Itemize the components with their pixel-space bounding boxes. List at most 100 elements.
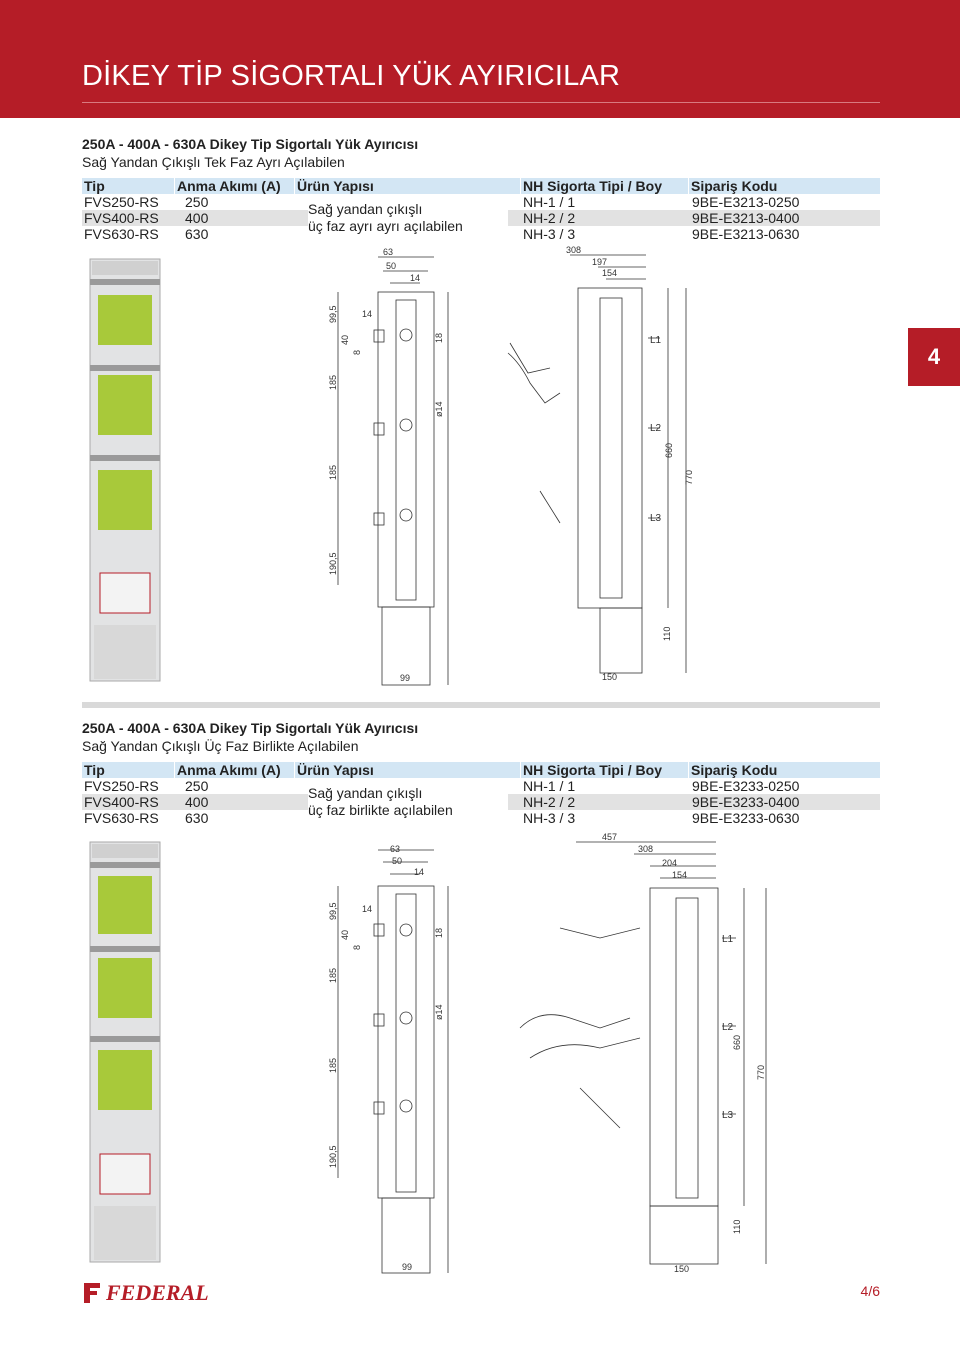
cell-nh: NH-3 / 3 — [523, 810, 576, 826]
dim-63: 63 — [383, 247, 393, 257]
structure-line: Sağ yandan çıkışlı — [308, 785, 423, 801]
dim-18: 18 — [434, 928, 444, 938]
cell-tip: FVS400-RS — [84, 210, 159, 226]
table-row: FVS250-RS 250 NH-1 / 1 9BE-E3233-0250 — [82, 778, 880, 794]
cell-nh: NH-3 / 3 — [523, 226, 576, 242]
section1-subtitle: Sağ Yandan Çıkışlı Tek Faz Ayrı Açılabil… — [82, 154, 345, 170]
dim-154: 154 — [672, 870, 687, 880]
cell-anma: 250 — [185, 778, 209, 794]
dim-770: 770 — [756, 1065, 766, 1080]
col-anma: Anma Akımı (A) — [174, 178, 281, 194]
cell-anma: 250 — [185, 194, 209, 210]
cell-kod: 9BE-E3213-0250 — [692, 194, 800, 210]
cell-kod: 9BE-E3233-0250 — [692, 778, 800, 794]
dim-63: 63 — [390, 844, 400, 854]
cell-kod: 9BE-E3233-0630 — [692, 810, 800, 826]
section2-subtitle: Sağ Yandan Çıkışlı Üç Faz Birlikte Açıla… — [82, 738, 359, 754]
cell-nh: NH-1 / 1 — [523, 194, 576, 210]
col-yapi: Ürün Yapısı — [294, 178, 374, 194]
dim-197: 197 — [592, 257, 607, 267]
section2-table: Tip Anma Akımı (A) Ürün Yapısı NH Sigort… — [82, 762, 880, 830]
side-drawing-1: 308 197 154 L1 L2 L3 660 770 110 150 — [507, 245, 694, 682]
dim-110: 110 — [662, 627, 672, 641]
label-l3: L3 — [722, 1110, 734, 1121]
cell-nh: NH-1 / 1 — [523, 778, 576, 794]
dim-150: 150 — [674, 1264, 689, 1274]
col-yapi: Ürün Yapısı — [294, 762, 374, 778]
cell-tip: FVS630-RS — [84, 226, 159, 242]
dim-40: 40 — [340, 930, 350, 940]
dim-185: 185 — [328, 1058, 338, 1073]
cell-kod: 9BE-E3233-0400 — [692, 794, 800, 810]
label-l2: L2 — [650, 423, 662, 434]
page-title: DİKEY TİP SİGORTALI YÜK AYIRICILAR — [82, 60, 621, 92]
section2-title: 250A - 400A - 630A Dikey Tip Sigortalı Y… — [82, 720, 419, 736]
dim-110: 110 — [732, 1220, 742, 1234]
federal-logo-icon — [84, 1283, 100, 1303]
table-row: FVS630-RS 630 NH-3 / 3 9BE-E3233-0630 — [82, 810, 880, 826]
federal-logo: FEDERAL — [82, 1280, 209, 1306]
dim-190-5: 190,5 — [328, 1145, 338, 1168]
header-band — [0, 0, 960, 118]
cell-anma: 400 — [185, 794, 209, 810]
dim-204: 204 — [662, 858, 677, 868]
structure-line: üç faz birlikte açılabilen — [308, 802, 453, 818]
col-tip: Tip — [84, 762, 105, 778]
cell-anma: 630 — [185, 226, 209, 242]
front-drawing-1: 63 50 14 99,5 14 40 8 18 185 ø14 185 190… — [328, 247, 449, 686]
dim-660: 660 — [732, 1035, 742, 1050]
cell-nh: NH-2 / 2 — [523, 210, 576, 226]
label-l1: L1 — [722, 934, 734, 945]
cell-tip: FVS250-RS — [84, 194, 159, 210]
cell-tip: FVS630-RS — [84, 810, 159, 826]
dim-150: 150 — [602, 672, 617, 682]
product-photo-1 — [89, 258, 161, 682]
product-photo-2 — [89, 841, 161, 1263]
cell-kod: 9BE-E3213-0400 — [692, 210, 800, 226]
cell-kod: 9BE-E3213-0630 — [692, 226, 800, 242]
chapter-tab: 4 — [908, 328, 960, 386]
col-anma: Anma Akımı (A) — [174, 762, 281, 778]
dim-185: 185 — [328, 375, 338, 390]
dim-dia-14: ø14 — [434, 1004, 444, 1020]
dim-99: 99 — [402, 1262, 412, 1272]
table-row: FVS250-RS 250 NH-1 / 1 9BE-E3213-0250 — [82, 194, 880, 210]
product-structure: Sağ yandan çıkışlı üç faz ayrı ayrı açıl… — [308, 201, 508, 235]
cell-nh: NH-2 / 2 — [523, 794, 576, 810]
section1-table: Tip Anma Akımı (A) Ürün Yapısı NH Sigort… — [82, 178, 880, 246]
dim-99-5: 99,5 — [328, 305, 338, 323]
dim-50: 50 — [386, 261, 396, 271]
cell-tip: FVS250-RS — [84, 778, 159, 794]
table-header-row: Tip Anma Akımı (A) Ürün Yapısı NH Sigort… — [82, 762, 880, 778]
table-row: FVS630-RS 630 NH-3 / 3 9BE-E3213-0630 — [82, 226, 880, 242]
front-drawing-2: 63 50 14 99,5 14 40 8 18 185 ø14 185 190… — [328, 844, 449, 1274]
label-l2: L2 — [722, 1022, 734, 1033]
dim-190-5: 190,5 — [328, 552, 338, 575]
cell-anma: 400 — [185, 210, 209, 226]
label-l3: L3 — [650, 513, 662, 524]
col-nh: NH Sigorta Tipi / Boy — [520, 178, 662, 194]
dim-99: 99 — [400, 673, 410, 683]
section-divider — [82, 702, 880, 708]
cell-tip: FVS400-RS — [84, 794, 159, 810]
col-tip: Tip — [84, 178, 105, 194]
dim-185: 185 — [328, 968, 338, 983]
header-divider — [82, 102, 880, 103]
dim-457: 457 — [602, 832, 617, 842]
dim-308: 308 — [566, 245, 581, 255]
col-nh: NH Sigorta Tipi / Boy — [520, 762, 662, 778]
dim-308: 308 — [638, 844, 653, 854]
structure-line: üç faz ayrı ayrı açılabilen — [308, 218, 463, 234]
dim-50: 50 — [392, 856, 402, 866]
col-kod: Sipariş Kodu — [688, 762, 777, 778]
section1-title: 250A - 400A - 630A Dikey Tip Sigortalı Y… — [82, 136, 419, 152]
dim-dia-14: ø14 — [434, 401, 444, 417]
structure-line: Sağ yandan çıkışlı — [308, 201, 423, 217]
dim-8: 8 — [352, 945, 362, 950]
brand-name: FEDERAL — [106, 1280, 209, 1305]
side-drawing-2: 457 308 204 154 L1 L2 L3 660 770 110 150 — [519, 832, 767, 1274]
table-header-row: Tip Anma Akımı (A) Ürün Yapısı NH Sigort… — [82, 178, 880, 194]
product-structure: Sağ yandan çıkışlı üç faz birlikte açıla… — [308, 785, 508, 819]
dim-14: 14 — [410, 273, 420, 283]
cell-anma: 630 — [185, 810, 209, 826]
